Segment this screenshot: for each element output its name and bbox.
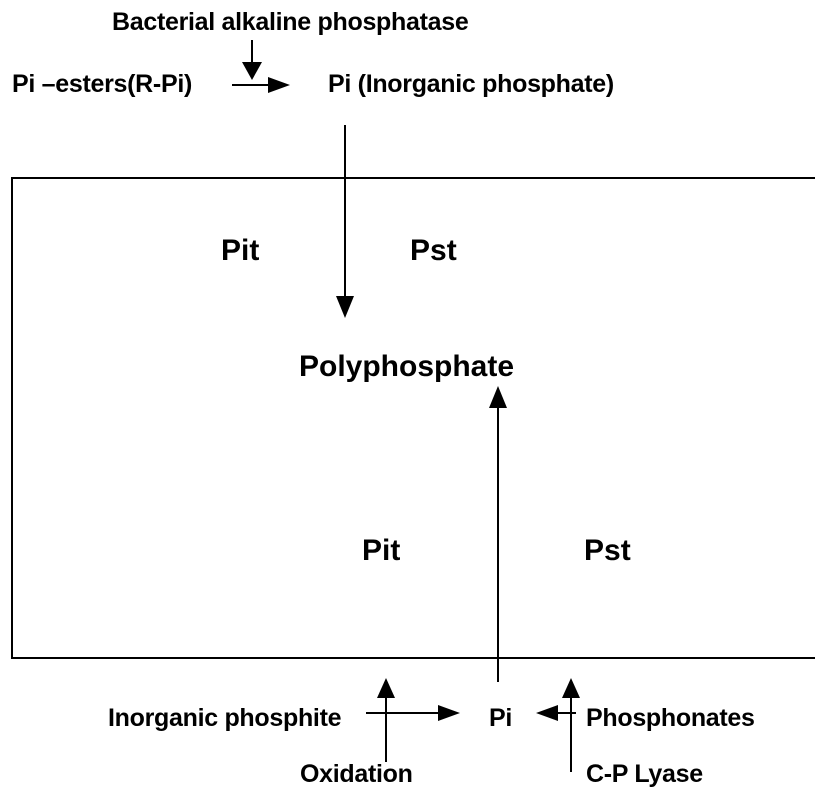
pi-bottom-label: Pi [489,704,513,732]
lyase-label: C-P Lyase [586,760,703,788]
pst-top-label: Pst [410,234,457,267]
esters-label: Pi –esters(R-Pi) [12,70,192,98]
pi-top-label: Pi (Inorganic phosphate) [328,70,614,98]
phosphonates-label: Phosphonates [586,704,755,732]
oxidation-label: Oxidation [300,760,413,788]
pit-bottom-label: Pit [362,534,401,567]
enzyme-label: Bacterial alkaline phosphatase [112,8,469,36]
phosphite-label: Inorganic phosphite [108,704,342,732]
cell-boundary [11,177,815,659]
polyphosphate-label: Polyphosphate [299,350,515,383]
pit-top-label: Pit [221,234,260,267]
pst-bottom-label: Pst [584,534,631,567]
